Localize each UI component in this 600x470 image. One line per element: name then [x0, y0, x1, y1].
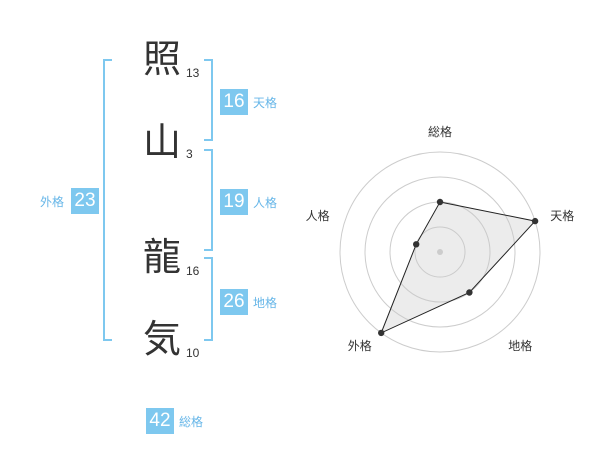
radar-axis-label: 人格	[306, 208, 330, 223]
bracket-lines	[103, 59, 213, 341]
radar-center-dot	[437, 249, 443, 255]
radar-data-point	[378, 329, 385, 337]
tenkaku-bracket	[204, 59, 213, 141]
radar-data-point	[531, 217, 539, 225]
jinkaku-label: 人格	[253, 196, 278, 210]
gaikaku-value: 23	[71, 188, 99, 214]
jinkaku-value: 19	[220, 189, 248, 215]
gaikaku-bracket	[103, 59, 112, 341]
radar-axis-label: 総格	[428, 124, 452, 139]
radar-grid-ring	[364, 176, 516, 328]
radar-data-point	[436, 198, 444, 206]
stroke-count-4: 10	[186, 346, 200, 360]
radar-data-polygon	[380, 201, 537, 334]
radar-grid-ring	[339, 151, 541, 353]
soukaku-value: 42	[146, 408, 174, 434]
name-char-1: 照	[143, 37, 182, 81]
gaikaku-label: 外格	[40, 195, 65, 209]
chikaku-bracket	[204, 257, 213, 341]
radar-axis-label: 地格	[508, 338, 532, 353]
chikaku-value: 26	[220, 289, 248, 315]
radar-data-point	[466, 289, 473, 296]
chikaku-label: 地格	[253, 296, 278, 310]
name-char-3: 龍	[143, 235, 182, 279]
jinkaku-bracket	[204, 149, 213, 251]
stroke-count-3: 16	[186, 264, 200, 278]
name-char-4: 気	[143, 317, 182, 361]
stroke-count-1: 13	[186, 66, 200, 80]
tenkaku-value: 16	[220, 89, 248, 115]
soukaku-label: 総格	[179, 415, 204, 429]
radar-grid-ring	[414, 226, 466, 278]
radar-data-point	[413, 241, 420, 248]
radar-axis-label: 外格	[348, 338, 372, 353]
tenkaku-label: 天格	[253, 96, 278, 110]
stroke-count-2: 3	[186, 147, 193, 161]
name-char-2: 山	[143, 120, 182, 164]
radar-axis-label: 天格	[550, 208, 574, 223]
